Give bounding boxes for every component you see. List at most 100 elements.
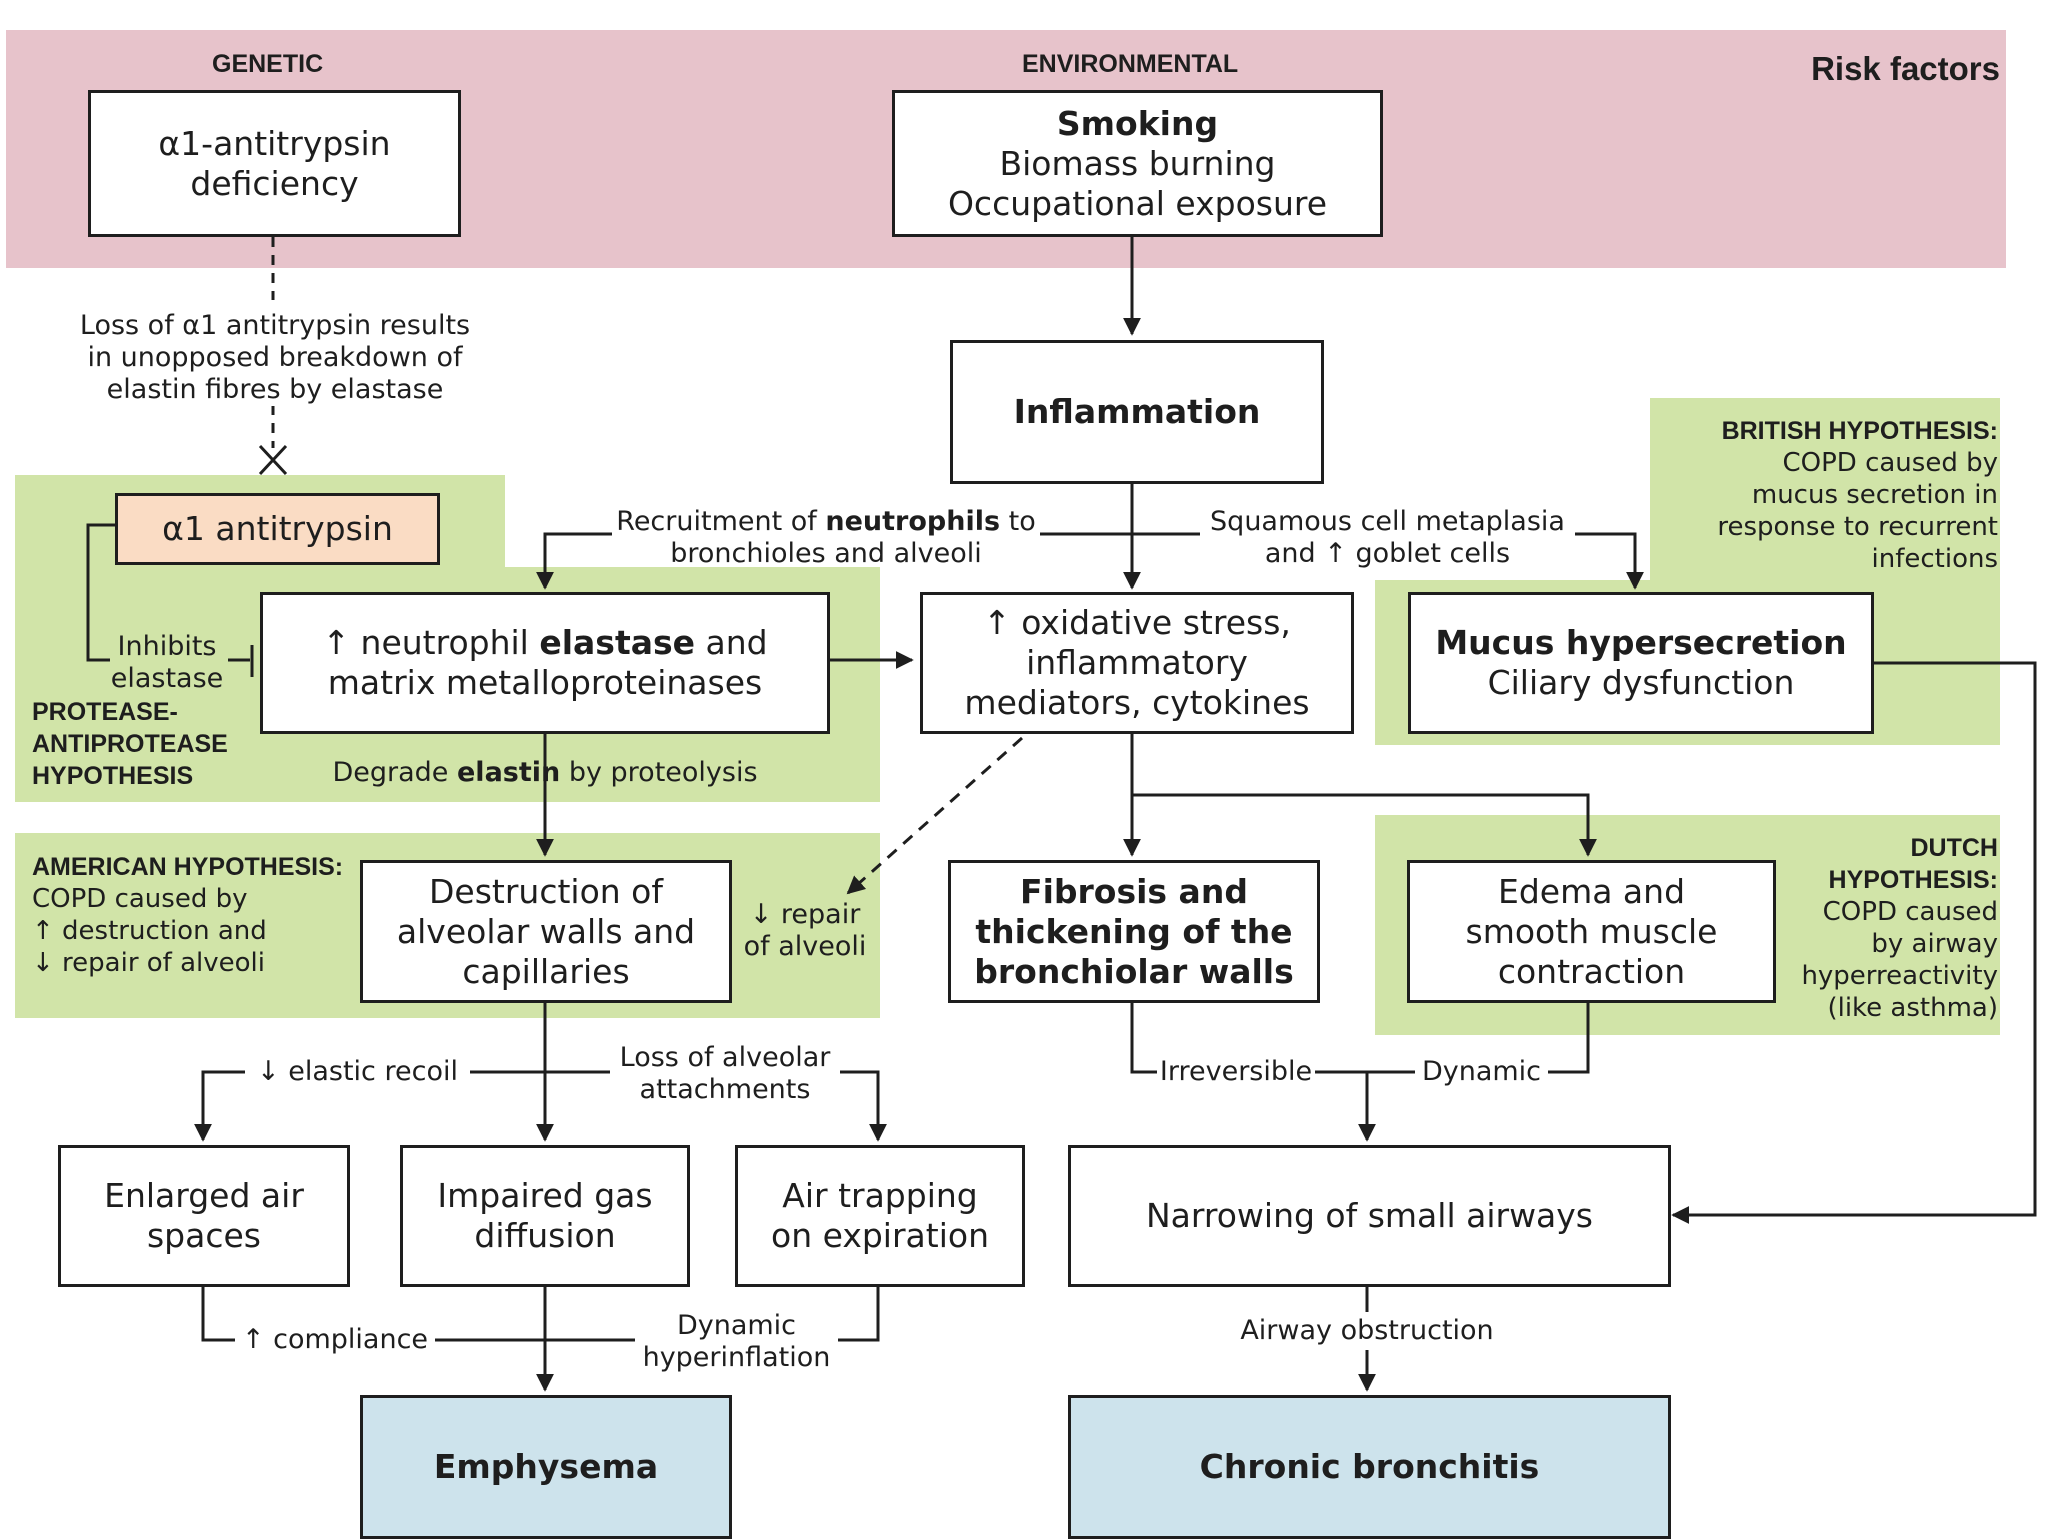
- fibrosis-box: Fibrosis and thickening of the bronchiol…: [948, 860, 1320, 1003]
- protease-line: PROTEASE-: [32, 698, 178, 726]
- oxidative-line: ↑ oxidative stress,: [983, 603, 1291, 642]
- loss-alveolar-line: Loss of alveolar: [619, 1042, 831, 1073]
- air-trapping-box: Air trapping on expiration: [735, 1145, 1025, 1287]
- a1-deficiency-box: α1-antitrypsin deficiency: [88, 90, 461, 237]
- loss-a1-line: elastin fibres by elastase: [106, 374, 444, 405]
- fibrosis-line: thickening of the: [975, 911, 1293, 951]
- dynamic-label: Dynamic: [1421, 1056, 1542, 1087]
- recruitment-label: Recruitment of neutrophils to bronchiole…: [612, 506, 1040, 570]
- recruitment-connector: [545, 532, 1132, 588]
- repair-dashed-arrow: [846, 736, 1023, 895]
- inhibits-connector: [86, 523, 250, 662]
- airway-obstruction-label: Airway obstruction: [1240, 1315, 1494, 1346]
- irreversible-label: Irreversible: [1159, 1056, 1313, 1087]
- squamous-line: Squamous cell metaplasia: [1210, 506, 1565, 537]
- inflammation-label: Inflammation: [1013, 392, 1261, 431]
- chronic-bronchitis-label: Chronic bronchitis: [1199, 1447, 1540, 1486]
- chronic-bronchitis-box: Chronic bronchitis: [1068, 1395, 1671, 1539]
- neutrophils-bold: neutrophils: [825, 506, 1001, 537]
- a1-deficiency-line: deficiency: [190, 163, 359, 203]
- british-line: COPD caused by: [1782, 448, 1999, 478]
- a1-deficiency-line: α1-antitrypsin: [158, 123, 391, 163]
- environmental-heading: ENVIRONMENTAL: [1022, 50, 1239, 78]
- dutch-line: hyperreactivity: [1801, 961, 1998, 991]
- repair-line: of alveoli: [743, 931, 867, 962]
- smoking-box: Smoking Biomass burning Occupational exp…: [892, 90, 1383, 237]
- compliance-label: ↑ compliance: [241, 1324, 429, 1355]
- enlarged-line: spaces: [146, 1216, 261, 1255]
- destruction-line: capillaries: [462, 951, 630, 991]
- mucus-to-narrowing-arrow: [1671, 661, 2037, 1224]
- compliance-connector: [201, 1287, 545, 1342]
- air-trapping-line: Air trapping: [782, 1176, 978, 1215]
- oxidative-to-edema-arrow: [1132, 793, 1597, 857]
- inhibits-label: Inhibits elastase: [102, 631, 232, 695]
- dyn-hyper-line: Dynamic: [676, 1310, 797, 1341]
- recruitment-post: to: [1000, 506, 1036, 537]
- smoking-label: Smoking: [1056, 103, 1219, 143]
- enlarged-line: Enlarged air: [104, 1176, 304, 1215]
- american-title: AMERICAN HYPOTHESIS:: [32, 853, 344, 881]
- dyn-hyper-line: hyperinflation: [642, 1342, 831, 1373]
- dutch-line: COPD caused: [1822, 897, 1998, 927]
- oxidative-stress-box: ↑ oxidative stress, inflammatory mediato…: [920, 592, 1354, 734]
- oxidative-line: inflammatory: [1026, 643, 1248, 682]
- british-line: infections: [1871, 544, 1999, 574]
- elastin-bold: elastin: [457, 757, 561, 788]
- british-hypothesis-caption: BRITISH HYPOTHESIS: COPD caused by mucus…: [1717, 415, 1998, 575]
- inhibits-line: elastase: [110, 663, 224, 694]
- dutch-line: (like asthma): [1827, 993, 1998, 1023]
- a1-antitrypsin-box: α1 antitrypsin: [115, 493, 440, 565]
- risk-factors-title: Risk factors: [1811, 50, 2000, 87]
- oxidative-line: mediators, cytokines: [964, 683, 1310, 722]
- destruction-box: Destruction of alveolar walls and capill…: [360, 860, 732, 1003]
- dutch-hypothesis-caption: DUTCH HYPOTHESIS: COPD caused by airway …: [1801, 832, 1998, 1024]
- mucus-hypersecretion-box: Mucus hypersecretion Ciliary dysfunction: [1408, 592, 1874, 734]
- hyperinflation-connector: [545, 1287, 880, 1342]
- dutch-title: DUTCH: [1910, 834, 1999, 862]
- british-title: BRITISH HYPOTHESIS:: [1721, 417, 1998, 445]
- neutrophil-line-1: ↑ neutrophil elastase and: [322, 623, 767, 663]
- edema-line: Edema and: [1497, 871, 1686, 911]
- inhibits-line: Inhibits: [117, 631, 217, 662]
- protease-line: ANTIPROTEASE: [32, 730, 228, 758]
- neutrophil-post: and: [695, 623, 768, 662]
- edema-line: smooth muscle: [1465, 911, 1718, 951]
- loss-alveolar-line: attachments: [639, 1074, 811, 1105]
- block-x-mark: [258, 444, 288, 476]
- edema-box: Edema and smooth muscle contraction: [1407, 860, 1776, 1003]
- protease-hypothesis-caption: PROTEASE- ANTIPROTEASE HYPOTHESIS: [32, 696, 228, 792]
- loss-a1-label: Loss of α1 antitrypsin results in unoppo…: [60, 310, 490, 406]
- emphysema-box: Emphysema: [360, 1395, 732, 1539]
- a1-antitrypsin-label: α1 antitrypsin: [162, 509, 393, 548]
- narrowing-box: Narrowing of small airways: [1068, 1145, 1671, 1287]
- genetic-heading: GENETIC: [212, 50, 324, 78]
- impaired-line: Impaired gas: [437, 1176, 653, 1215]
- elastase-bold: elastase: [539, 623, 696, 662]
- dynamic-connector: [1548, 1003, 1590, 1074]
- occupational-label: Occupational exposure: [947, 183, 1328, 223]
- elastic-recoil-label: ↓ elastic recoil: [257, 1056, 458, 1087]
- protease-line: HYPOTHESIS: [32, 762, 194, 790]
- recruitment-line-2: bronchioles and alveoli: [670, 538, 982, 569]
- squamous-line: and ↑ goblet cells: [1264, 538, 1511, 569]
- dutch-title: HYPOTHESIS:: [1828, 866, 1998, 894]
- ciliary-label: Ciliary dysfunction: [1487, 663, 1795, 702]
- narrowing-label: Narrowing of small airways: [1145, 1196, 1593, 1235]
- biomass-label: Biomass burning: [999, 143, 1276, 183]
- destruction-line: Destruction of: [429, 871, 663, 911]
- american-line: COPD caused by: [32, 884, 248, 914]
- repair-line: ↓ repair: [749, 899, 861, 930]
- fibrosis-line: bronchiolar walls: [974, 951, 1294, 991]
- impaired-line: diffusion: [474, 1216, 616, 1255]
- loss-a1-line: in unopposed breakdown of: [87, 342, 463, 373]
- recruitment-line-1: Recruitment of neutrophils to: [612, 506, 1040, 538]
- enlarged-air-spaces-box: Enlarged air spaces: [58, 1145, 350, 1287]
- elastic-recoil-connector: [203, 1070, 545, 1140]
- recruitment-pre: Recruitment of: [616, 506, 826, 537]
- loss-alveolar-label: Loss of alveolar attachments: [610, 1042, 840, 1106]
- edema-line: contraction: [1497, 951, 1686, 991]
- repair-label: ↓ repair of alveoli: [735, 899, 875, 963]
- squamous-label: Squamous cell metaplasia and ↑ goblet ce…: [1200, 506, 1575, 570]
